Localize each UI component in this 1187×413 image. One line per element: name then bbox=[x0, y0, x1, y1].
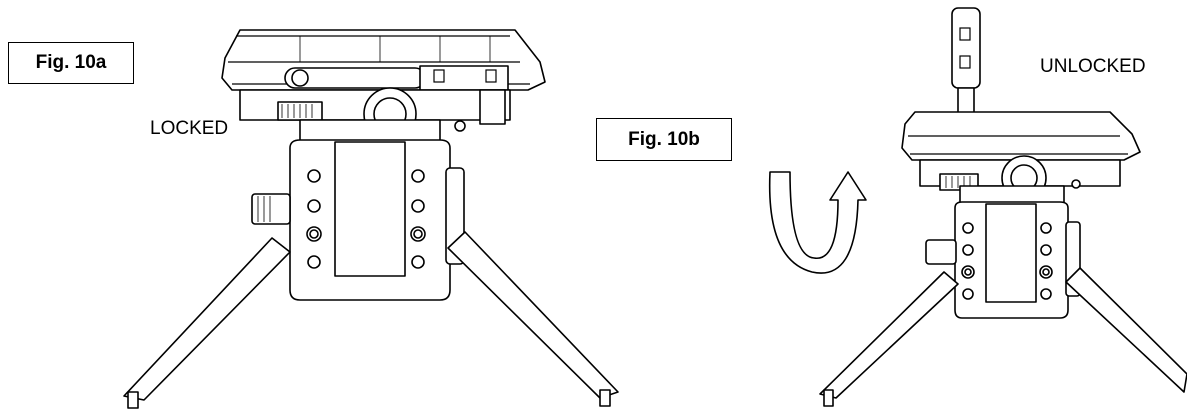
clamp-locked bbox=[239, 87, 511, 143]
top-plate-unlocked bbox=[901, 111, 1141, 161]
clamp-unlocked bbox=[919, 155, 1121, 205]
mount-unlocked bbox=[819, 7, 1187, 407]
legs-unlocked bbox=[819, 267, 1187, 407]
mount-locked bbox=[123, 29, 619, 409]
unlocked-label: UNLOCKED bbox=[1040, 56, 1146, 77]
head-locked bbox=[251, 139, 465, 301]
figure-10b-label: Fig. 10b bbox=[596, 118, 732, 161]
legs-locked bbox=[123, 231, 619, 409]
curved-rotate-arrow-icon bbox=[768, 171, 867, 274]
locked-label: LOCKED bbox=[150, 118, 229, 139]
lever-locked bbox=[284, 65, 509, 91]
figure-10a-label: Fig. 10a bbox=[8, 42, 134, 84]
head-unlocked bbox=[925, 201, 1081, 319]
